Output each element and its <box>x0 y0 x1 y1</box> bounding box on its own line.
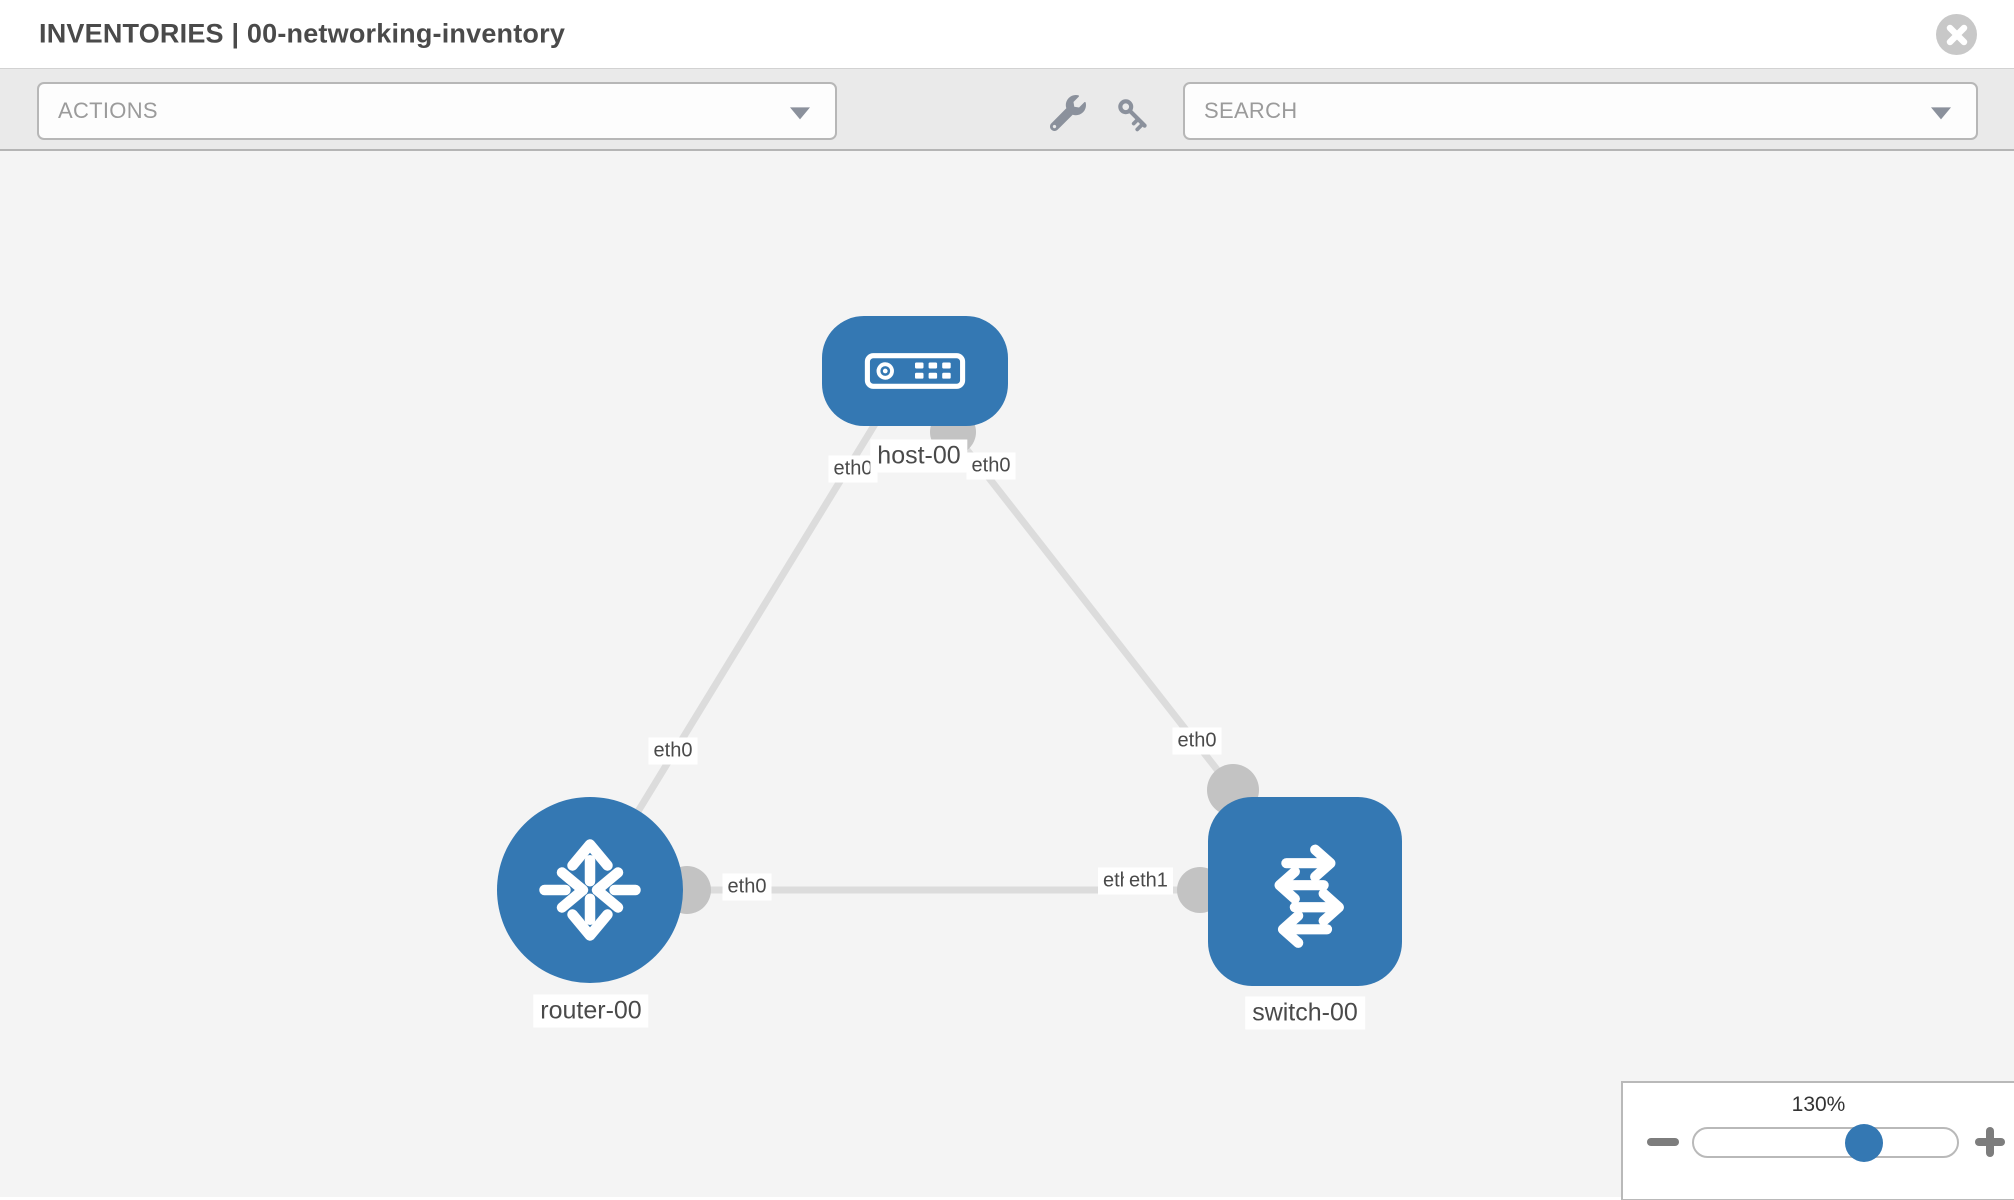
close-button[interactable] <box>1936 14 1977 55</box>
node-label-switch: switch-00 <box>1245 996 1365 1030</box>
switch-icon <box>1244 831 1366 953</box>
credentials-button[interactable] <box>1114 95 1154 135</box>
toolbar: ACTIONS SEARCH <box>0 69 2014 151</box>
interface-label-link-router-side: eth0 <box>722 873 772 901</box>
search-dropdown-label: SEARCH <box>1204 98 1298 123</box>
chevron-down-icon <box>1931 107 1951 120</box>
interface-label-host-right: eth0 <box>966 452 1016 480</box>
zoom-slider[interactable] <box>1692 1127 1959 1158</box>
header: INVENTORIES | 00-networking-inventory <box>0 0 2014 69</box>
interface-label-host-left: eth0 <box>828 455 878 483</box>
zoom-control-panel: 130% <box>1621 1081 2014 1200</box>
zoom-out-button[interactable] <box>1647 1138 1679 1146</box>
wrench-icon <box>1050 95 1086 131</box>
interface-label-link-switch-side-front: eth1 <box>1124 867 1173 895</box>
topology-links-layer <box>634 409 1259 914</box>
topology-canvas[interactable]: host-00 router-00 switch-00 eth0 eth0 et… <box>0 151 2014 1200</box>
page-title: INVENTORIES | 00-networking-inventory <box>39 18 566 49</box>
node-router-00[interactable] <box>497 797 683 983</box>
interface-label-switch-top: eth0 <box>1172 727 1222 755</box>
search-dropdown[interactable]: SEARCH <box>1183 82 1978 140</box>
close-icon <box>1946 24 1968 46</box>
adhoc-commands-button[interactable] <box>1050 95 1086 131</box>
key-icon <box>1114 95 1154 135</box>
node-label-router: router-00 <box>533 994 649 1028</box>
interface-label-router-top: eth0 <box>648 737 698 765</box>
router-icon <box>527 827 653 953</box>
node-host-00[interactable] <box>822 316 1008 426</box>
node-label-host: host-00 <box>870 439 968 473</box>
node-switch-00[interactable] <box>1208 797 1402 986</box>
chevron-down-icon <box>790 107 810 120</box>
zoom-in-button[interactable] <box>1975 1127 2005 1157</box>
actions-dropdown[interactable]: ACTIONS <box>37 82 837 140</box>
actions-dropdown-label: ACTIONS <box>58 98 158 123</box>
host-icon <box>864 349 966 393</box>
zoom-slider-thumb[interactable] <box>1845 1124 1883 1162</box>
zoom-level-label: 130% <box>1791 1093 1846 1116</box>
